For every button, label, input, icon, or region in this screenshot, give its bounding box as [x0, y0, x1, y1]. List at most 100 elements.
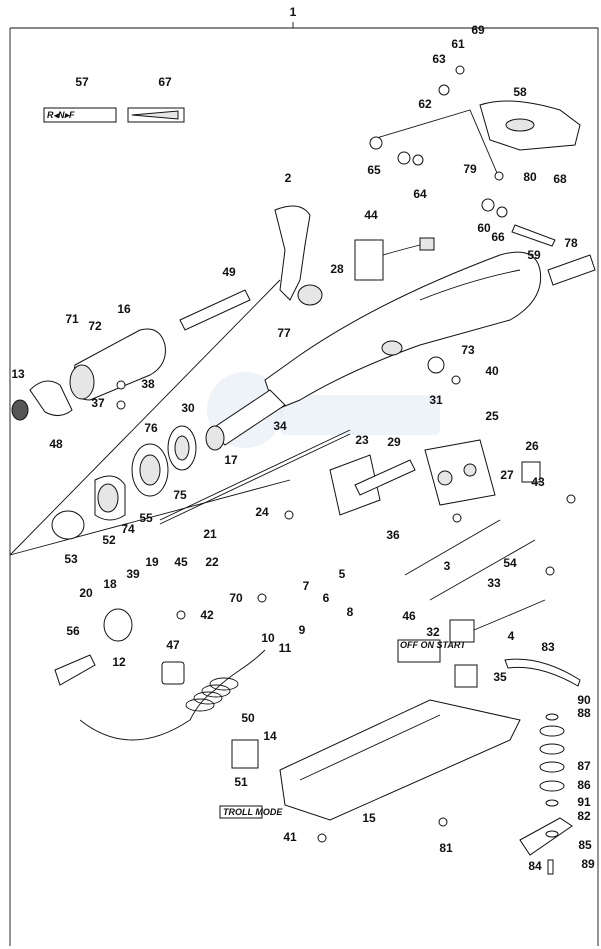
- gearbox-27: [424, 439, 496, 506]
- tiller-arm-77: [264, 251, 542, 411]
- callout-9: 9: [299, 623, 306, 637]
- callout-68: 68: [553, 172, 567, 186]
- callout-42: 42: [200, 608, 214, 622]
- callout-49: 49: [222, 265, 236, 279]
- cable-3: [404, 519, 536, 601]
- callout-80: 80: [523, 170, 537, 184]
- callout-12: 12: [112, 655, 126, 669]
- rod-83: [504, 658, 581, 687]
- explode-line-b: [9, 479, 291, 556]
- callout-46: 46: [402, 609, 416, 623]
- callout-65: 65: [367, 163, 381, 177]
- callout-31: 31: [429, 393, 443, 407]
- callout-86: 86: [577, 778, 591, 792]
- callout-35: 35: [493, 670, 507, 684]
- shift-lever-2: [274, 205, 323, 306]
- callout-19: 19: [145, 555, 159, 569]
- callout-44: 44: [364, 208, 378, 222]
- callout-26: 26: [525, 439, 539, 453]
- callout-2: 2: [285, 171, 292, 185]
- callout-58: 58: [513, 85, 527, 99]
- callout-72: 72: [88, 319, 102, 333]
- callout-10: 10: [261, 631, 275, 645]
- explode-line-c: [369, 109, 501, 181]
- callout-20: 20: [79, 586, 93, 600]
- callout-39: 39: [126, 567, 140, 581]
- callout-87: 87: [577, 759, 591, 773]
- shaft-assembly: [205, 389, 286, 451]
- callout-45: 45: [174, 555, 188, 569]
- callout-51: 51: [234, 775, 248, 789]
- spring-78: [547, 254, 596, 286]
- callout-71: 71: [65, 312, 79, 326]
- callout-75: 75: [173, 488, 187, 502]
- callout-77: 77: [277, 326, 291, 340]
- explode-line-a: [9, 279, 281, 556]
- label-46-text: OFF ON START: [400, 640, 467, 650]
- callout-79: 79: [463, 162, 477, 176]
- callout-54: 54: [503, 556, 517, 570]
- callout-76: 76: [144, 421, 158, 435]
- callout-50: 50: [241, 711, 255, 725]
- callout-69: 69: [471, 23, 485, 37]
- bracket-49: [179, 289, 251, 331]
- ring-76: [131, 443, 169, 497]
- grip-52: [94, 475, 126, 521]
- callout-33: 33: [487, 576, 501, 590]
- label-57-plate: [43, 107, 117, 123]
- callout-73: 73: [461, 343, 475, 357]
- callout-70: 70: [229, 591, 243, 605]
- callout-37: 37: [91, 396, 105, 410]
- callout-62: 62: [418, 97, 432, 111]
- base-15: [279, 699, 521, 821]
- callout-91: 91: [577, 795, 591, 809]
- callout-15: 15: [362, 811, 376, 825]
- plate-29: [354, 459, 416, 496]
- callout-84: 84: [528, 859, 542, 873]
- label-67-plate: [127, 107, 185, 123]
- label-46-plate: [397, 639, 441, 663]
- label-51-text: TROLL MODE: [223, 807, 283, 817]
- callout-36: 36: [386, 528, 400, 542]
- callout-27: 27: [500, 468, 514, 482]
- callout-43: 43: [531, 475, 545, 489]
- callout-13: 13: [11, 367, 25, 381]
- callout-11: 11: [279, 641, 292, 655]
- label-51-plate: [219, 805, 263, 819]
- callout-88: 88: [577, 706, 591, 720]
- callout-52: 52: [102, 533, 116, 547]
- callout-8: 8: [347, 605, 354, 619]
- callout-53: 53: [64, 552, 78, 566]
- callout-28: 28: [330, 262, 344, 276]
- callout-89: 89: [581, 857, 595, 871]
- lever-56: [54, 654, 96, 686]
- callout-7: 7: [303, 579, 310, 593]
- callout-85: 85: [578, 838, 592, 852]
- callout-55: 55: [139, 511, 153, 525]
- callout-14: 14: [263, 729, 277, 743]
- plate-35: [454, 664, 478, 688]
- callout-16: 16: [117, 302, 131, 316]
- bolt-59: [511, 224, 556, 247]
- callout-81: 81: [439, 841, 453, 855]
- callout-57: 57: [75, 75, 89, 89]
- callout-90: 90: [577, 693, 591, 707]
- callout-59: 59: [527, 248, 541, 262]
- callout-1: 1: [290, 5, 297, 19]
- callout-78: 78: [564, 236, 578, 250]
- callout-48: 48: [49, 437, 63, 451]
- callout-18: 18: [103, 577, 117, 591]
- callout-56: 56: [66, 624, 80, 638]
- callout-24: 24: [255, 505, 269, 519]
- callout-25: 25: [485, 409, 499, 423]
- callout-5: 5: [339, 567, 346, 581]
- callout-21: 21: [203, 527, 217, 541]
- callout-47: 47: [166, 638, 180, 652]
- throttle-grip-16: [69, 328, 166, 401]
- callout-17: 17: [224, 453, 238, 467]
- callout-32: 32: [426, 625, 440, 639]
- callout-22: 22: [205, 555, 219, 569]
- friction-ring-30: [167, 425, 197, 471]
- callout-4: 4: [508, 629, 515, 643]
